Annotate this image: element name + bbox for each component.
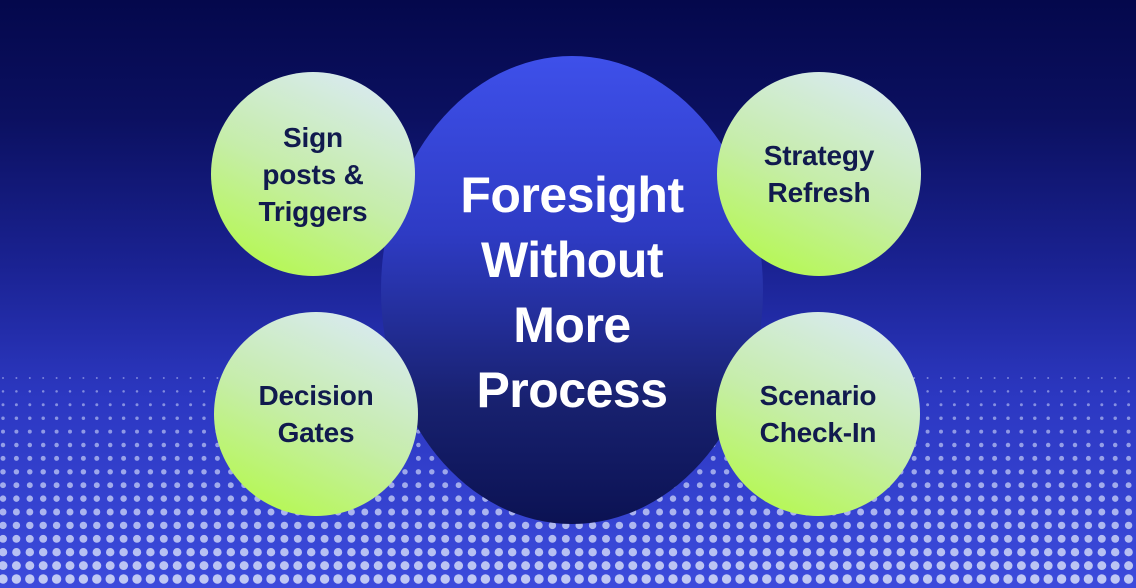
satellite-label: Decision Gates xyxy=(258,380,374,448)
satellite-circle-decision-gates: Decision Gates xyxy=(214,312,418,516)
satellite-label: Strategy Refresh xyxy=(763,140,875,208)
satellite-label: Scenario Check-In xyxy=(759,380,877,448)
satellite-circle-scenario-check-in: Scenario Check-In xyxy=(716,312,920,516)
center-title: Foresight Without More Process xyxy=(460,157,684,423)
center-title-line: Without xyxy=(480,232,664,288)
satellite-label: Sign posts & Triggers xyxy=(258,121,368,227)
center-circle: Foresight Without More Process xyxy=(381,56,763,524)
center-title-line: Process xyxy=(476,362,668,418)
satellite-circle-sign-posts-triggers: Sign posts & Triggers xyxy=(211,72,415,276)
satellite-circle-strategy-refresh: Strategy Refresh xyxy=(717,72,921,276)
center-title-line: More xyxy=(513,297,631,353)
center-title-line: Foresight xyxy=(460,167,684,223)
